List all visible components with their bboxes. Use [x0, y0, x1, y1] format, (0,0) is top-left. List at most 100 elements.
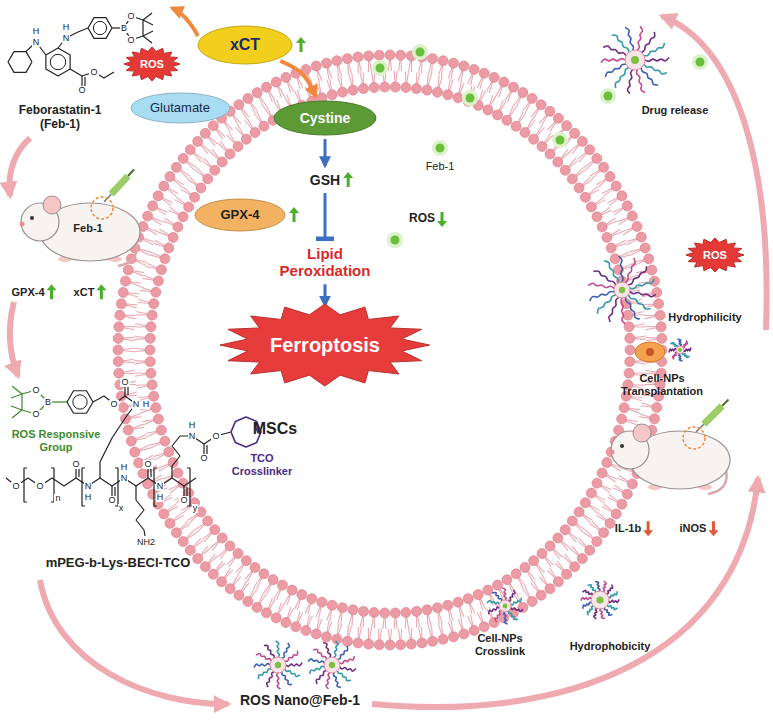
mouse-nose — [20, 222, 25, 227]
property-label: Hydrophobicity — [570, 640, 651, 653]
polymer-chain — [612, 35, 629, 52]
aromatic-ring — [93, 21, 106, 34]
lipid-head — [342, 636, 352, 646]
ferroptosis-burst: Ferroptosis — [219, 303, 431, 387]
lipid-head — [164, 243, 174, 253]
polymer-chain — [511, 608, 523, 612]
polymer-name: mPEG-b-Lys-BECl-TCO — [46, 556, 191, 571]
lipid-head — [537, 141, 547, 151]
lipid-head — [567, 174, 577, 184]
polymer-chain — [583, 602, 592, 609]
atom-label: O — [107, 496, 116, 505]
syringe-plunger — [128, 170, 134, 177]
lipid-head — [527, 93, 537, 103]
lipid-head — [364, 51, 374, 61]
lipid-head — [553, 157, 563, 167]
lipid-head — [463, 594, 473, 604]
lipid-head — [401, 83, 411, 93]
lipid-head — [369, 607, 379, 617]
polymer-chain — [323, 643, 331, 658]
micelle — [588, 256, 656, 324]
lipid-head — [153, 276, 163, 286]
drug-halo — [462, 90, 478, 106]
polymer-chain — [285, 651, 298, 661]
lipid-head — [411, 606, 421, 616]
lipid-head — [529, 134, 539, 144]
process-label: Drug release — [642, 104, 709, 117]
lipid-head — [636, 232, 646, 242]
lipid-head — [123, 425, 133, 435]
lipid-head — [149, 299, 159, 309]
polymer-chain — [489, 607, 500, 614]
lipid-head — [287, 585, 297, 595]
lipid-head — [225, 149, 235, 159]
micelle — [581, 581, 619, 619]
polymer-chain — [682, 353, 689, 358]
cycle-arrows — [9, 16, 766, 707]
node-text: xCT — [230, 36, 260, 54]
lipid-head — [585, 145, 595, 155]
drug-core — [466, 94, 475, 103]
property-label: Hydrophilicity — [668, 311, 741, 324]
lipid-head — [243, 597, 253, 607]
lipid-head — [649, 276, 659, 286]
lipid-head — [428, 636, 438, 646]
lipid-head — [493, 580, 503, 590]
atom-label: y — [192, 504, 199, 513]
lipid-head — [617, 191, 627, 201]
polymer-chain — [641, 68, 658, 85]
transporter-ellipse: xCT — [197, 25, 293, 65]
lipid-head — [114, 322, 124, 332]
atom-label: x — [118, 504, 125, 513]
micelle-core — [614, 282, 630, 298]
node-outline — [198, 26, 292, 64]
lipid-head — [353, 638, 363, 648]
lipid-head — [262, 82, 272, 92]
atom-label: O — [35, 482, 44, 491]
cell-nucleus — [646, 348, 654, 356]
drug-halo — [600, 88, 616, 104]
lipid-head — [353, 52, 363, 62]
drug-core — [376, 64, 385, 73]
drug-halo — [372, 60, 388, 76]
trend-arrows — [47, 37, 719, 536]
cycle-arrow — [662, 16, 767, 330]
polymer-chain — [338, 671, 351, 681]
increase-arrow — [289, 207, 299, 222]
group-label: ROS Responsive Group — [6, 428, 106, 453]
polymer-chain — [258, 669, 271, 679]
lipid-head — [592, 478, 602, 488]
lipid-head — [479, 68, 489, 78]
cell-membrane — [113, 50, 667, 650]
polymer-chain — [340, 667, 356, 671]
lipid-head — [153, 414, 163, 424]
lipid-head — [145, 345, 155, 355]
lipid-head — [606, 243, 616, 253]
drug-dot — [596, 596, 603, 603]
lipid-head — [518, 88, 528, 98]
atom-label: N — [132, 400, 141, 409]
lipid-head — [545, 106, 555, 116]
atom-label: O — [126, 12, 135, 21]
lipid-head — [126, 436, 136, 446]
lipid-head — [597, 468, 607, 478]
atom-label: N — [62, 34, 71, 43]
lipid-head — [592, 537, 602, 547]
arrow-connector — [324, 139, 327, 166]
lipid-head — [586, 202, 596, 212]
lipid-head — [311, 61, 321, 71]
drug-dot — [600, 88, 616, 104]
ros-label: ROS — [409, 212, 435, 226]
cytokine-label: IL-1b — [615, 522, 641, 535]
node-text: Ferroptosis — [270, 334, 380, 357]
polymer-chain — [588, 585, 596, 593]
lipid-head — [178, 153, 188, 163]
polymer-chain — [487, 600, 499, 604]
lipid-head — [649, 414, 659, 424]
drug-dot — [329, 662, 335, 668]
lipid-head — [369, 83, 379, 93]
decrease-arrow — [643, 521, 653, 536]
lipid-head — [428, 54, 438, 64]
node-outline — [195, 199, 285, 231]
lipid-head — [585, 545, 595, 555]
